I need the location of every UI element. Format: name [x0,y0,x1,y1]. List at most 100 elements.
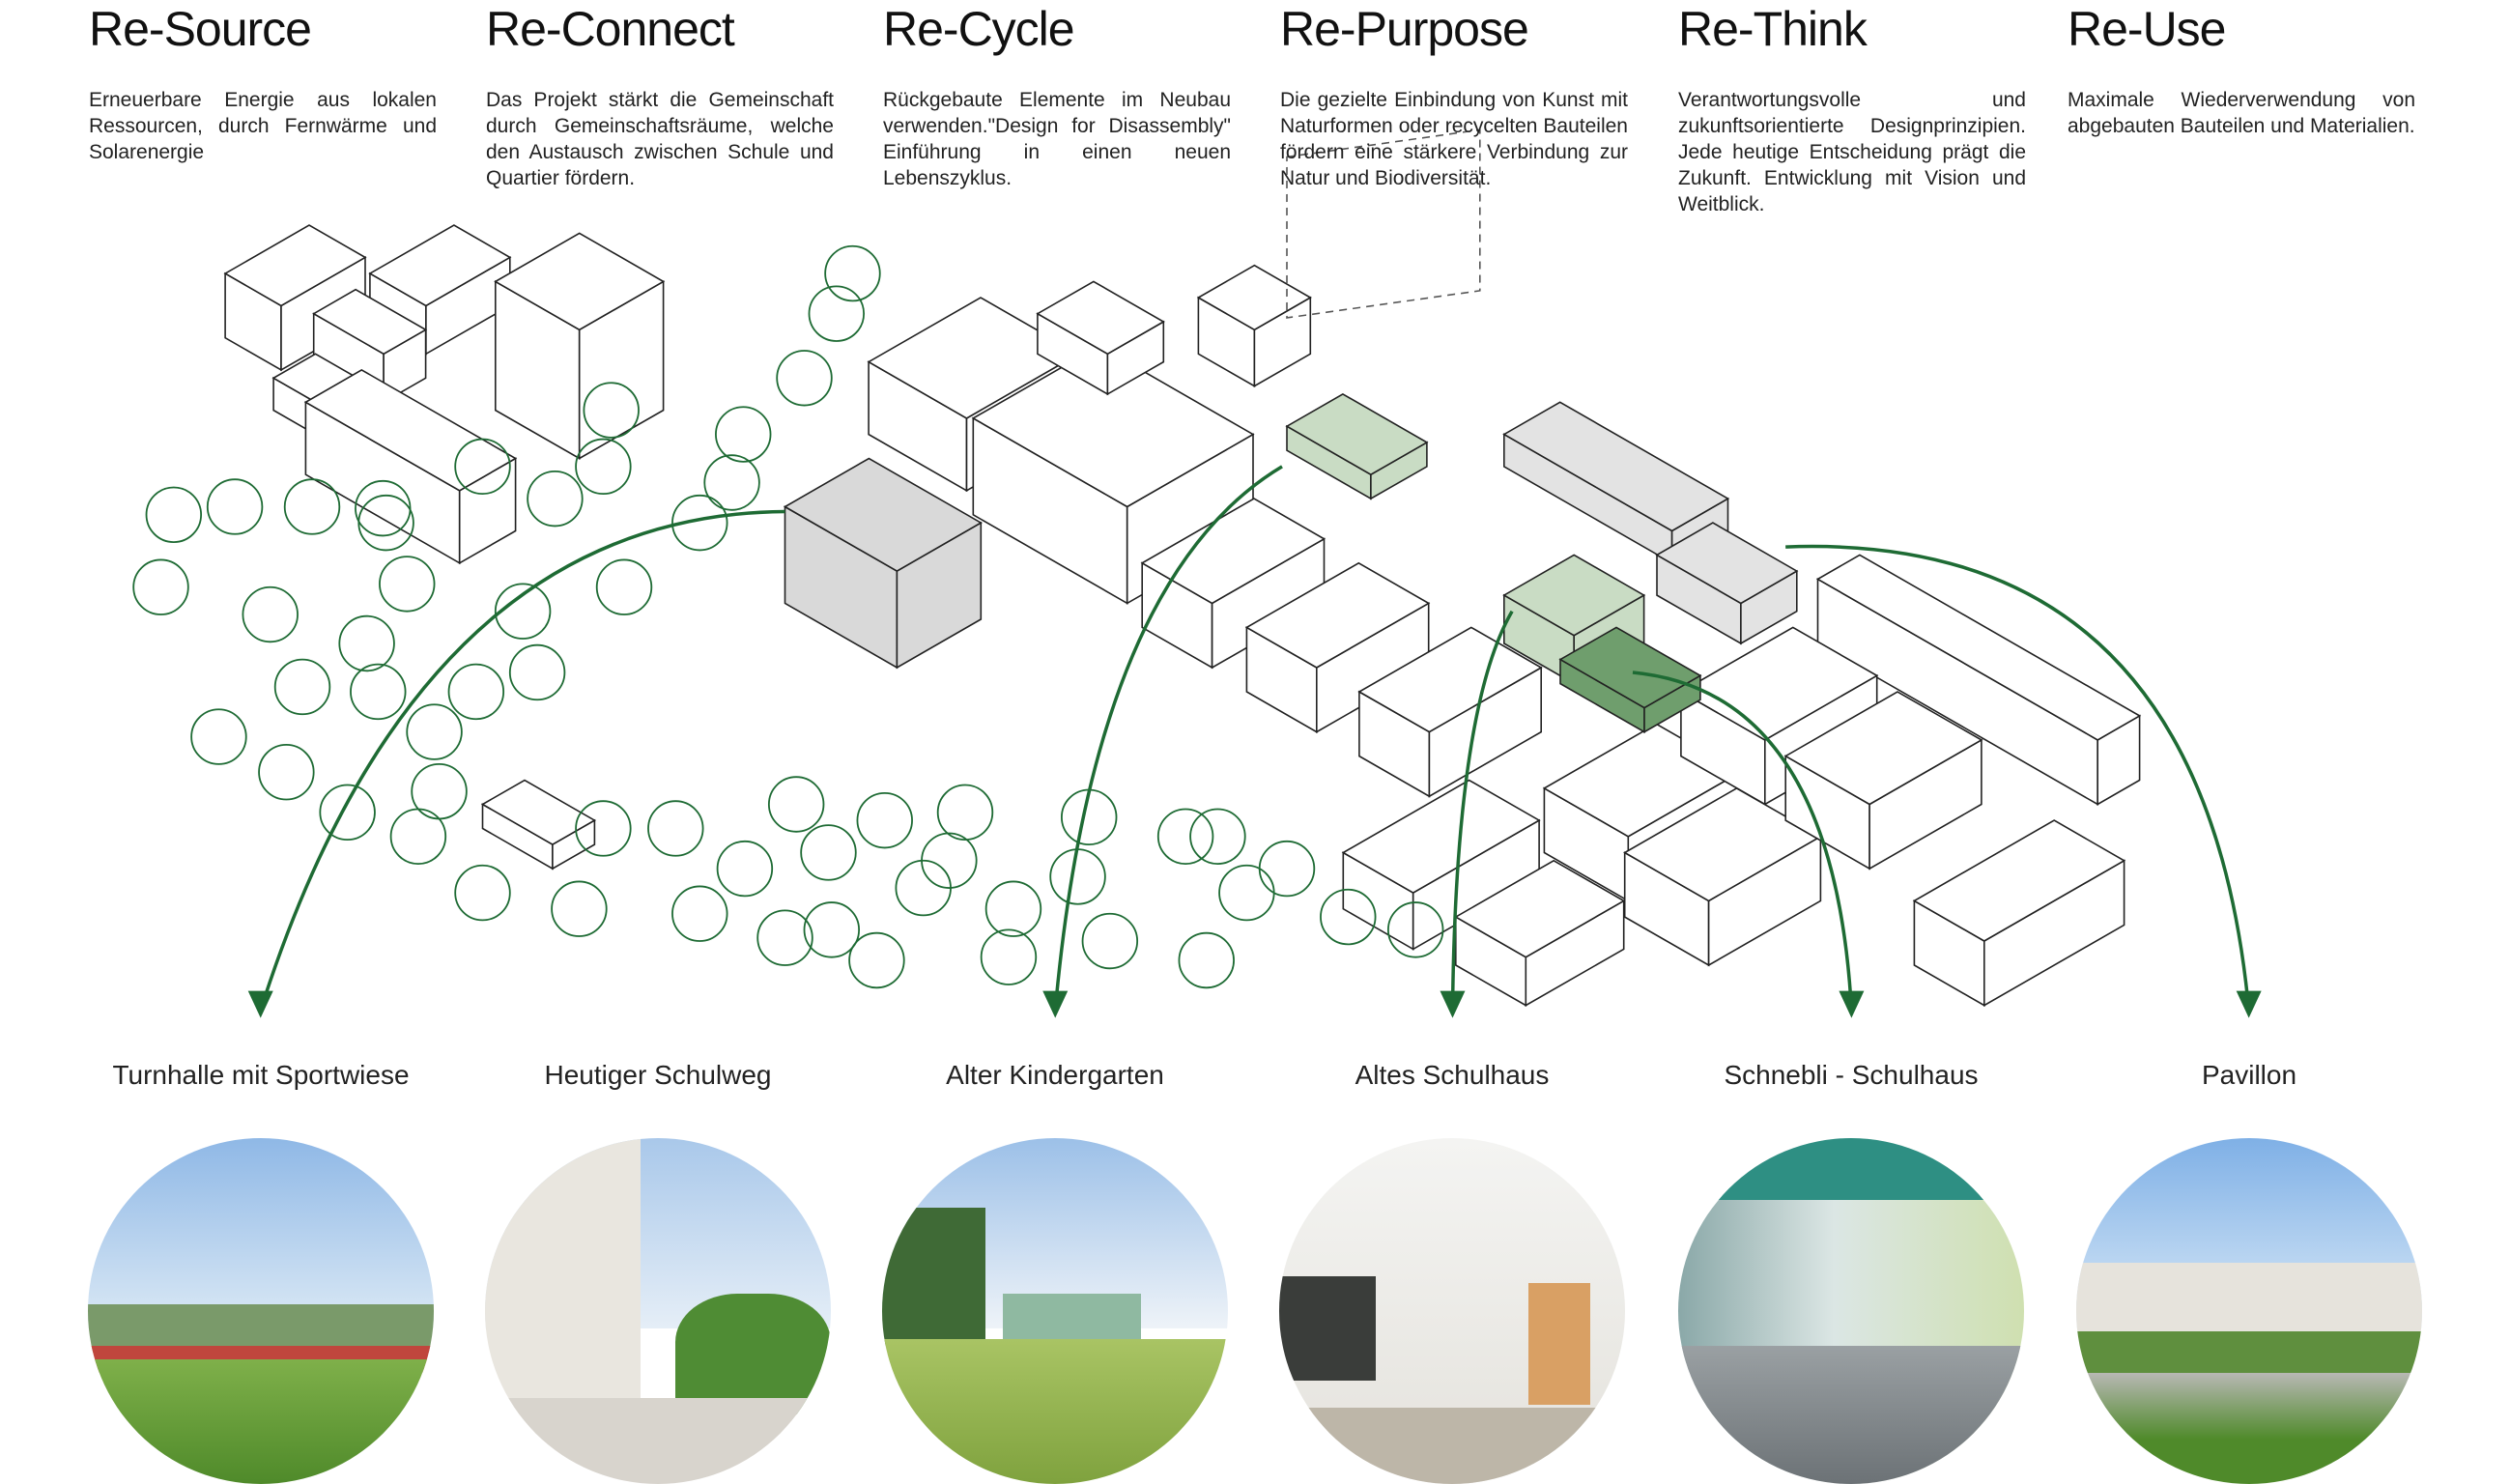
principle-text: Die gezielte Einbindung von Kunst mit Na… [1280,89,1628,189]
tree-icon [1156,808,1214,866]
tree-icon [980,928,1038,985]
principle-title: Re-Use [2068,2,2226,56]
tree-icon [936,784,994,842]
photo-schnebli [1678,1138,2024,1484]
principle-title: Re-Cycle [883,2,1075,56]
existing-building [1783,691,1983,870]
principle-title: Re-Connect [486,2,735,56]
tree-icon [716,840,774,898]
arrowhead-icon [1839,990,1865,1018]
tree-icon [273,658,331,716]
tree-icon [132,558,189,615]
new-building-dark [1558,626,1702,733]
tree-icon [575,438,632,496]
principle-text: Verantwortungsvolle und zukunftsorientie… [1678,89,2026,215]
tree-icon [1258,840,1316,898]
arrowhead-icon [2236,990,2262,1018]
existing-building [1244,561,1431,733]
principle-text: Das Projekt stärkt die Gemeinschaft durc… [486,89,834,189]
principle-title: Re-Source [89,2,312,56]
tree-icon [824,244,881,302]
principle-re-source: Re-Source Erneuerbare Energie aus lokale… [89,0,437,165]
photo-schulweg [485,1138,831,1484]
tree-icon [767,776,825,833]
tree-icon [1386,901,1444,958]
tree-icon [583,382,640,439]
connection-arrow [1042,465,1283,1018]
existing-building [303,368,518,565]
principle-re-connect: Re-Connect Das Projekt stärkt die Gemein… [486,0,834,191]
principle-text: Erneuerbare Energie aus lokalen Ressourc… [89,89,437,163]
connection-arrow [1632,671,1865,1018]
tree-icon [715,406,772,463]
photo-pavillon [2076,1138,2422,1484]
tree-icon [921,832,978,889]
arrowhead-icon [1042,990,1069,1018]
tree-icon [1178,931,1235,989]
tree-icon [551,880,608,937]
tree-icon [319,784,376,842]
principle-text: Maximale Wiederverwendung von abgebauten… [2068,89,2415,137]
principle-title: Re-Think [1678,2,1868,56]
turnhalle-building [783,457,983,670]
photo-schulhaus [1279,1138,1625,1484]
connection-arrow [1785,544,2262,1018]
tree-icon [338,614,395,672]
tree-icon [1218,864,1275,922]
tree-icon [379,556,436,613]
tree-icon [848,931,905,989]
existing-building [1196,264,1312,387]
tree-icon [703,454,760,511]
photo-turnhalle [88,1138,434,1484]
connection-arrow [247,509,785,1018]
tree-icon [145,486,203,544]
tree-icon [756,909,813,966]
tree-icon [508,643,566,701]
tree-icon [671,494,728,552]
principle-re-use: Re-Use Maximale Wiederverwendung von abg… [2068,0,2415,139]
principle-text: Rückgebaute Elemente im Neubau verwenden… [883,89,1231,189]
tree-icon [447,663,505,721]
tree-icon [856,791,913,849]
existing-building [1815,554,2142,806]
existing-building [1454,859,1626,1007]
place-caption: Turnhalle mit Sportwiese [112,1060,410,1090]
tree-icon [800,824,857,881]
tree-icon [595,558,653,615]
tree-icon [1320,888,1377,946]
existing-building [1036,280,1165,396]
tree-icon [406,703,463,760]
tree-icon [258,743,315,801]
existing-building [1140,498,1326,670]
tree-icon [454,438,511,496]
arrowhead-icon [247,990,273,1018]
tree-icon [776,350,833,407]
connection-arrow [1440,610,1514,1018]
place-caption: Heutiger Schulweg [544,1060,772,1090]
tree-icon [357,494,414,552]
tree-icon [1189,808,1246,866]
place-caption: Schnebli - Schulhaus [1724,1060,1979,1090]
tree-icon [671,885,728,942]
existing-building [494,232,666,460]
tree-icon [1081,912,1139,970]
principle-re-purpose: Re-Purpose Die gezielte Einbindung von K… [1280,0,1628,191]
tree-icon [647,800,704,857]
tree-icon [283,478,341,535]
tree-icon [494,583,552,640]
place-caption: Pavillon [2201,1060,2297,1090]
repurpose-building [1285,392,1429,500]
tree-icon [389,808,447,866]
tree-icon [411,762,468,820]
tree-icon [984,880,1042,937]
pavillon-wing [1655,522,1799,645]
existing-building [1912,819,2126,1007]
principle-title: Re-Purpose [1280,2,1529,56]
existing-building [480,779,597,870]
tree-icon [454,864,511,922]
tree-icon [808,285,866,342]
existing-building [1623,786,1823,967]
tree-icon [206,478,264,535]
existing-building [1357,626,1543,798]
